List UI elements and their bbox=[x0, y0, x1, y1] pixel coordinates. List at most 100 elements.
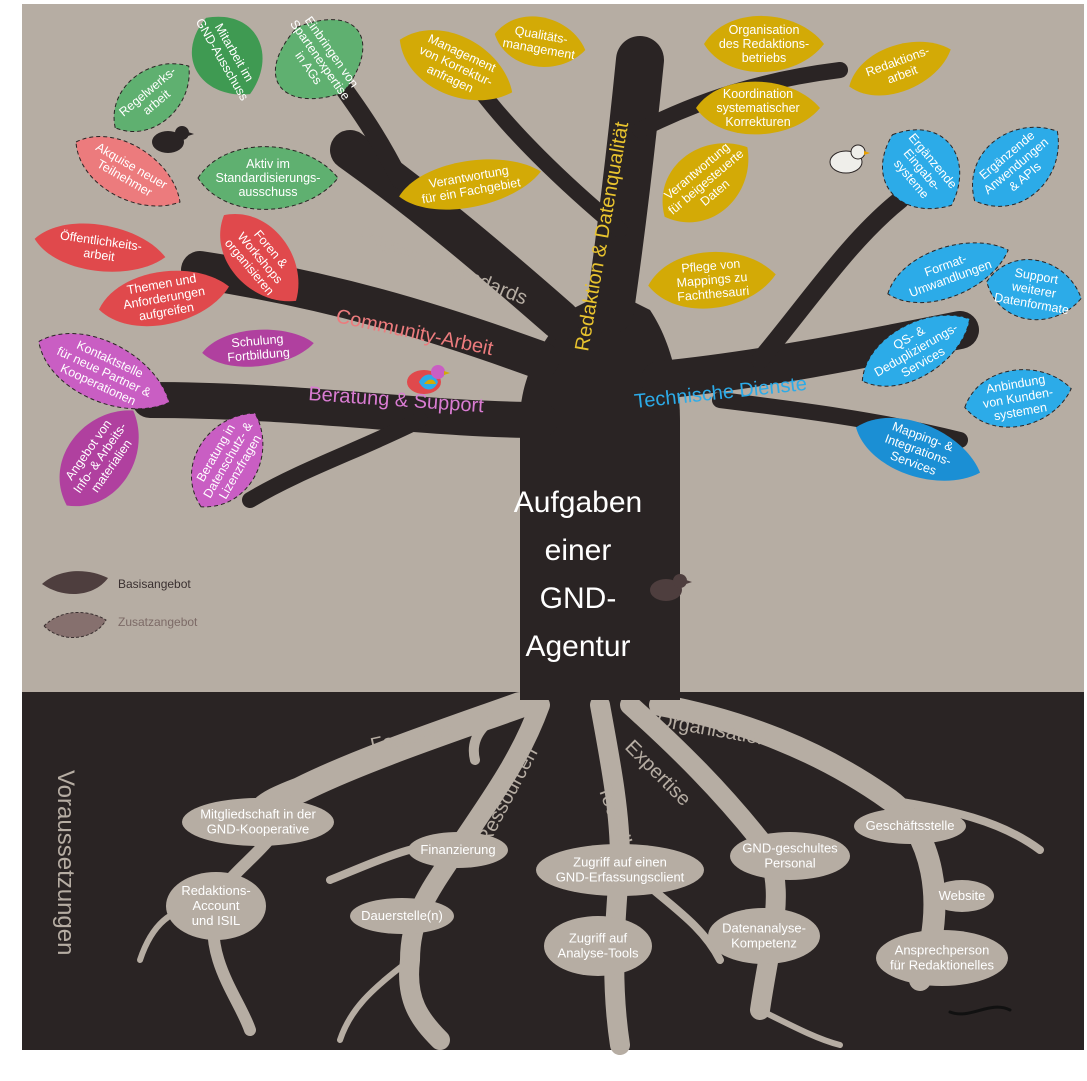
leaf-text-line: Koordination bbox=[723, 87, 793, 101]
root-node-shape bbox=[166, 872, 266, 940]
leaf-text-line: Aktiv im bbox=[246, 157, 290, 171]
root-fine-3 bbox=[886, 796, 1044, 854]
leaf-korrekturanfragen: Managementvon Korrektur-anfragen bbox=[399, 30, 513, 101]
root-node-shape bbox=[876, 930, 1008, 986]
root-node-text-line: Website bbox=[939, 888, 986, 903]
leaf-text: Pflege vonMappings zuFachthesauri bbox=[674, 256, 750, 304]
leaf-text: SchulungFortbildung bbox=[226, 331, 291, 364]
leaf-shape bbox=[75, 136, 181, 207]
birds bbox=[152, 126, 870, 601]
leaf-text-line: Korrekturen bbox=[725, 115, 790, 129]
root-node-shape bbox=[408, 832, 508, 868]
legend-zusatz-label: Zusatzangebot bbox=[118, 615, 198, 629]
root-node-text-line: für Redaktionelles bbox=[890, 958, 995, 973]
root-node-text-line: Analyse-Tools bbox=[558, 946, 639, 961]
leaf-mappings: Pflege vonMappings zuFachthesauri bbox=[648, 251, 776, 309]
leaf-qualitaet: Qualitäts-management bbox=[494, 16, 586, 67]
branch-regeln bbox=[330, 130, 580, 340]
bird-rainbow-icon bbox=[407, 365, 450, 394]
root-node-finanzierung: Finanzierung bbox=[408, 832, 508, 868]
leaf-shape bbox=[861, 314, 971, 387]
leaf-shape bbox=[696, 81, 820, 135]
branch-redaktion bbox=[586, 36, 664, 334]
title-line-4: Agentur bbox=[525, 630, 630, 663]
leaf-text-line: Pflege von bbox=[681, 257, 741, 276]
trunk-title: Aufgaben einer GND- Agentur bbox=[514, 486, 642, 663]
leaf-shape bbox=[38, 333, 170, 410]
leaf-shape bbox=[881, 129, 961, 210]
root-node-shape bbox=[182, 798, 334, 846]
leaf-text-line: Organisation bbox=[729, 23, 800, 37]
leaf-schulung: SchulungFortbildung bbox=[202, 329, 314, 367]
root-node-geschaeftsstelle: Geschäftsstelle bbox=[854, 808, 966, 844]
leaf-shape bbox=[648, 251, 776, 309]
title-line-2: einer bbox=[545, 534, 612, 567]
legend-basis-label: Basisangebot bbox=[118, 577, 191, 591]
leaf-shape bbox=[197, 146, 339, 210]
leaf-shape bbox=[399, 30, 513, 101]
legend-leaf-basis-icon bbox=[42, 571, 108, 595]
root-node-text-line: Geschäftsstelle bbox=[866, 818, 955, 833]
leaf-text-line: systematischer bbox=[716, 101, 799, 115]
branch-redaktion-left bbox=[472, 82, 628, 238]
leaf-text-line: Standardisierungs- bbox=[216, 171, 321, 185]
root-node-website: Website bbox=[930, 880, 994, 912]
leaf-datenformate: SupportweitererDatenformate bbox=[986, 259, 1082, 321]
root-node-text-line: Account bbox=[193, 898, 240, 913]
root-node-shape bbox=[350, 898, 454, 934]
worm-icon bbox=[948, 1005, 1012, 1016]
leaf-shape bbox=[849, 41, 951, 96]
leaf-themen: Themen undAnforderungenaufgreifen bbox=[99, 270, 229, 327]
root-node-text-line: GND-geschultes bbox=[742, 841, 838, 856]
root-node-text-line: Finanzierung bbox=[420, 842, 495, 857]
sidebar-voraussetzungen: Voraussetzungen bbox=[52, 770, 79, 955]
title-line-3: GND- bbox=[540, 582, 617, 615]
leaf-integration: Mapping- &Integrations-Services bbox=[855, 417, 981, 481]
root-ressourcen bbox=[399, 695, 550, 1050]
leaf-text-line: betriebs bbox=[742, 51, 786, 65]
root-node-text: Finanzierung bbox=[420, 842, 495, 857]
root-node-shape bbox=[544, 916, 652, 976]
leaf-shape bbox=[113, 63, 190, 133]
branch-technik-upper bbox=[751, 191, 909, 369]
leaf-shape bbox=[99, 270, 229, 327]
leaf-eingabesysteme: ErgänzendeEingabe-systeme bbox=[881, 129, 961, 210]
leaf-shape bbox=[662, 143, 749, 223]
leaf-shape bbox=[964, 369, 1072, 428]
leaf-gnd-ausschuss: Mitarbeit imGND-Ausschuss bbox=[191, 16, 263, 103]
leaf-shape bbox=[972, 126, 1059, 207]
root-node-text-line: GND-Erfassungsclient bbox=[556, 870, 685, 885]
leaf-shape bbox=[887, 242, 1009, 304]
root-node-shape bbox=[708, 908, 820, 964]
leaf-shape bbox=[494, 16, 586, 67]
leaf-text-line: Fachthesauri bbox=[677, 284, 750, 304]
root-node-text: Geschäftsstelle bbox=[866, 818, 955, 833]
root-fine-5 bbox=[337, 957, 413, 1043]
leaf-text-line: Schulung bbox=[231, 332, 284, 350]
leaf-angebot: Angebot vonInfo- & Arbeits-materialien bbox=[59, 410, 139, 507]
branch-beratung-low bbox=[242, 412, 428, 508]
leaf-formatumwandlungen: Format-Umwandlungen bbox=[887, 242, 1009, 304]
bird-white-icon bbox=[829, 144, 870, 174]
leaf-text-line: Mappings zu bbox=[676, 270, 748, 290]
leaf-text-line: des Redaktions- bbox=[719, 37, 809, 51]
leaf-shape bbox=[274, 19, 364, 100]
leaf-datenschutz: Beratung inDatenschutz- &Lizenzfragen bbox=[190, 412, 264, 508]
root-node-text-line: GND-Kooperative bbox=[207, 822, 310, 837]
root-fine-6 bbox=[757, 1007, 843, 1048]
root-node-text-line: Dauerstelle(n) bbox=[361, 908, 443, 923]
